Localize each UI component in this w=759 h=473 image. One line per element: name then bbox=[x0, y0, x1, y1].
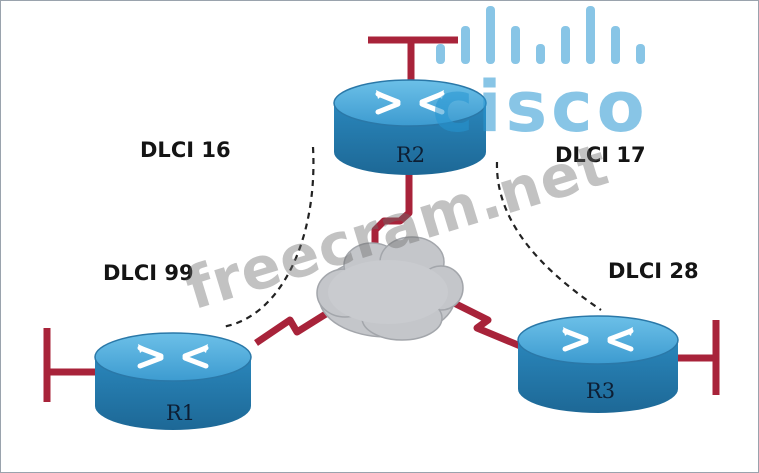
dlci-label-r2-right: DLCI 17 bbox=[555, 143, 646, 167]
router-label-r2: R2 bbox=[396, 143, 425, 167]
dlci-label-r1: DLCI 99 bbox=[103, 261, 194, 285]
serial-link-r3-cloud bbox=[446, 296, 532, 354]
dlci-dashed-link-right bbox=[495, 161, 602, 311]
dlci-dashed-link-left bbox=[221, 146, 315, 329]
lan-stub-r2 bbox=[368, 36, 458, 86]
serial-link-r2-cloud bbox=[371, 168, 413, 262]
router-r3: R3 bbox=[517, 315, 679, 413]
router-label-r1: R1 bbox=[166, 401, 195, 425]
dlci-label-r2-left: DLCI 16 bbox=[140, 138, 231, 162]
lan-stub-r1 bbox=[43, 328, 95, 402]
dlci-label-r3: DLCI 28 bbox=[608, 259, 699, 283]
lan-stub-r3 bbox=[678, 320, 720, 395]
router-r2: R2 bbox=[333, 79, 487, 175]
serial-link-r1-cloud bbox=[254, 304, 339, 346]
router-label-r3: R3 bbox=[586, 379, 615, 403]
cisco-logo-text: cisco bbox=[432, 66, 649, 148]
router-r1: R1 bbox=[94, 332, 252, 430]
